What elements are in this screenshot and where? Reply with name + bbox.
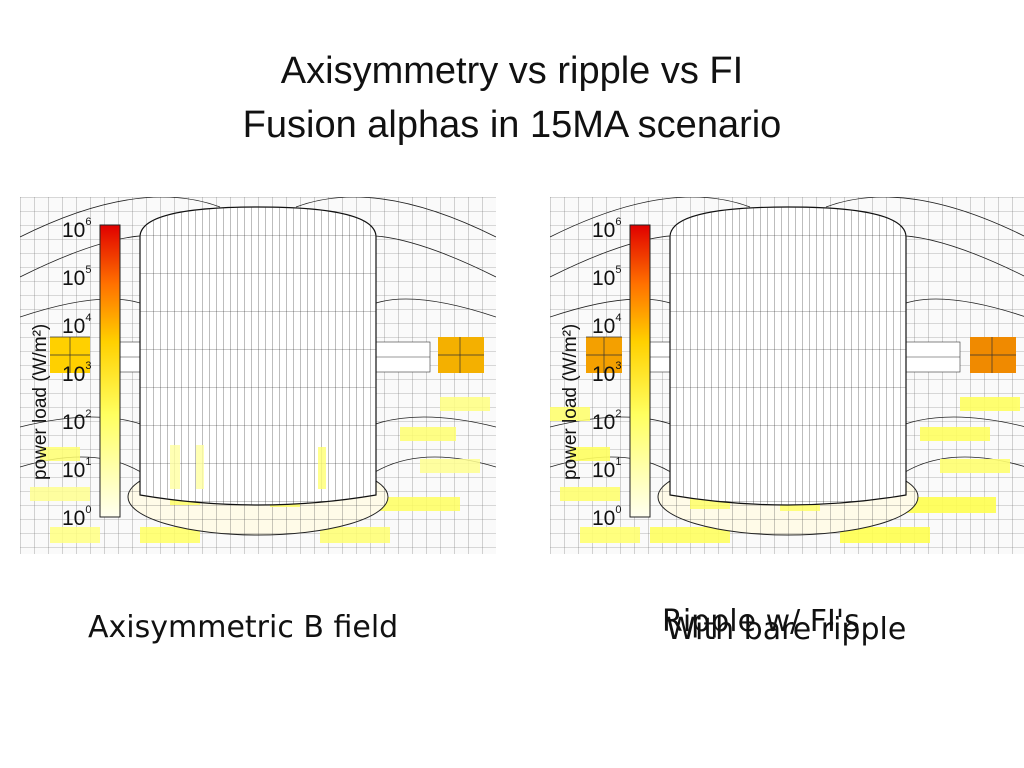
caption-axisymmetric: Axisymmetric B field bbox=[88, 610, 399, 645]
slide-title-line-2: Fusion alphas in 15MA scenario bbox=[242, 104, 782, 146]
colorbar-tick-1e4: 104 bbox=[62, 312, 91, 338]
colorbar-tick-1e2: 102 bbox=[592, 408, 621, 434]
colorbar-tick-1e2: 102 bbox=[62, 408, 91, 434]
ripple-wall-load-render: 106 105 104 103 102 101 100 power load (… bbox=[550, 197, 1024, 554]
colorbar-tick-1e5: 105 bbox=[592, 264, 621, 290]
colorbar-tick-1e4: 104 bbox=[592, 312, 621, 338]
colorbar-label: power load (W/m²) bbox=[560, 324, 581, 480]
colorbar-tick-1e6: 106 bbox=[62, 216, 91, 242]
caption-ripple-fi: Ripple w/ FI's bbox=[662, 604, 860, 639]
colorbar-label: power load (W/m²) bbox=[30, 324, 51, 480]
colorbar-tick-1e3: 103 bbox=[62, 360, 91, 386]
colorbar-tick-1e5: 105 bbox=[62, 264, 91, 290]
colorbar-tick-1e6: 106 bbox=[592, 216, 621, 242]
axisymmetric-wall-load-render: 106 105 104 103 102 101 100 power load (… bbox=[20, 197, 496, 554]
colorbar-bar bbox=[629, 224, 651, 518]
caption-bare-ripple: With bare ripple bbox=[666, 612, 907, 647]
colorbar-tick-1e0: 100 bbox=[592, 504, 621, 530]
colorbar-tick-1e3: 103 bbox=[592, 360, 621, 386]
colorbar-tick-1e1: 101 bbox=[62, 456, 91, 482]
colorbar-ticks: 106 105 104 103 102 101 100 bbox=[62, 216, 91, 530]
colorbar-tick-1e0: 100 bbox=[62, 504, 91, 530]
colorbar-tick-1e1: 101 bbox=[592, 456, 621, 482]
colorbar-bar bbox=[99, 224, 121, 518]
slide-title-line-1: Axisymmetry vs ripple vs FI bbox=[280, 50, 744, 92]
colorbar-ticks: 106 105 104 103 102 101 100 bbox=[592, 216, 621, 530]
